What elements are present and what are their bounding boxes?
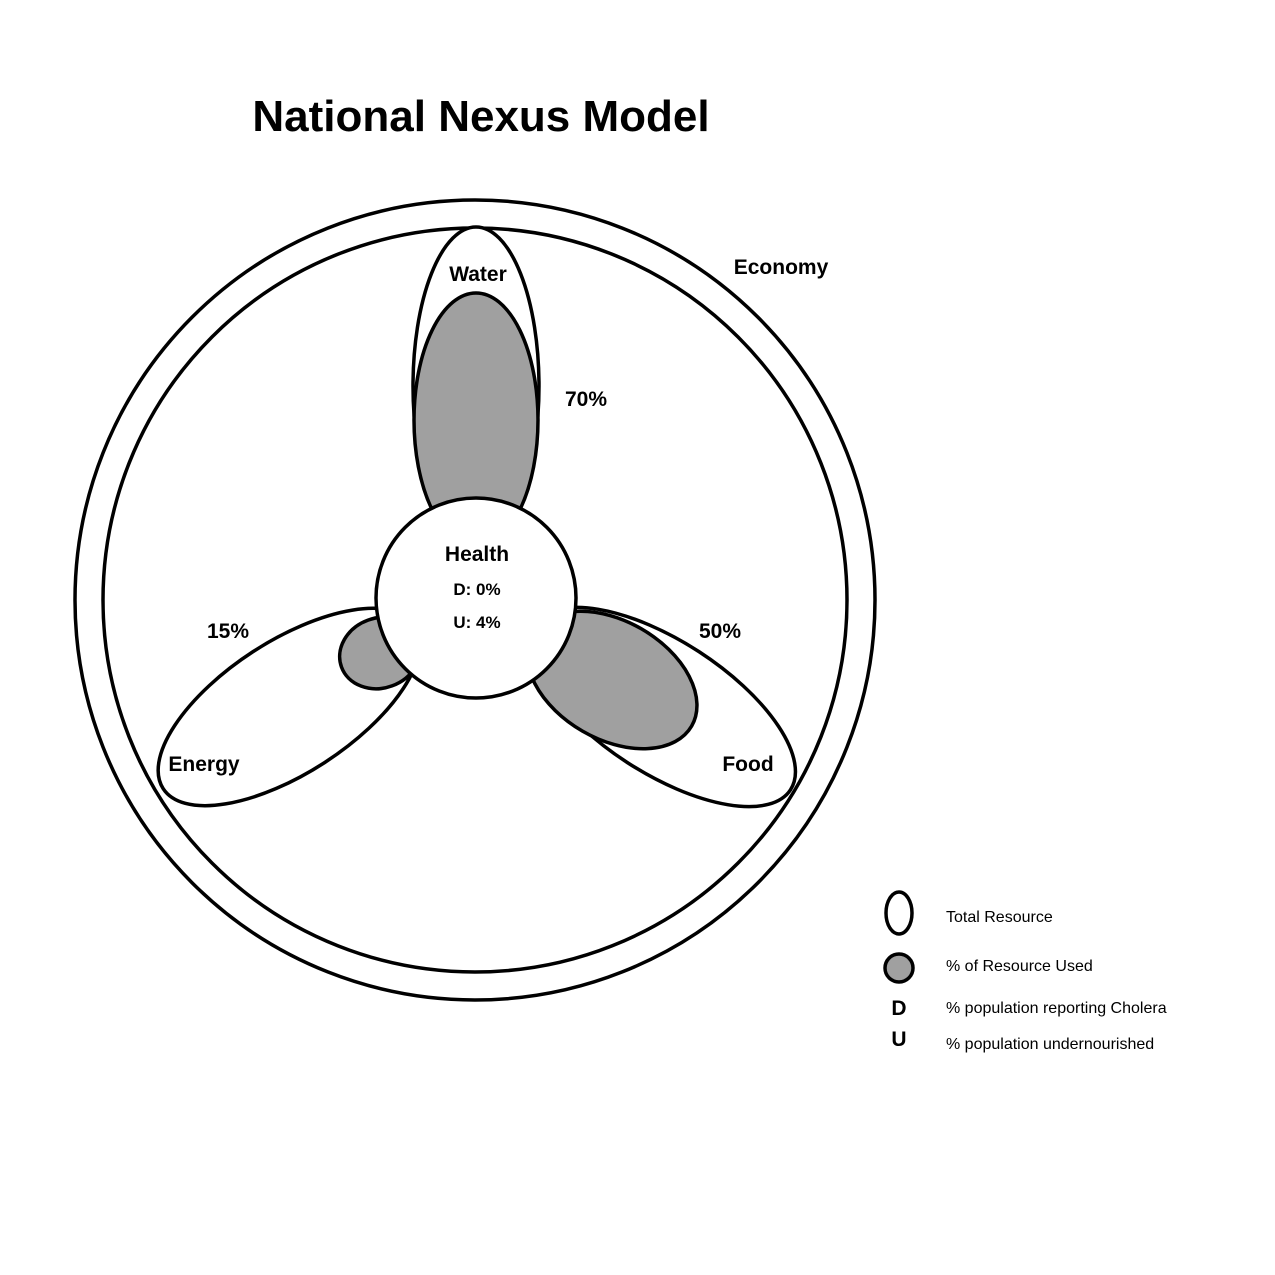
health-circle bbox=[374, 496, 578, 700]
health-hub: Health D: 0% U: 4% bbox=[374, 496, 578, 700]
legend-u-letter: U bbox=[891, 1028, 906, 1051]
legend-u-label: % population undernourished bbox=[946, 1036, 1154, 1053]
legend-d-letter: D bbox=[891, 997, 906, 1020]
water-resource: Water 70% bbox=[411, 225, 607, 549]
health-label: Health bbox=[445, 543, 509, 566]
food-used-percent: 50% bbox=[699, 620, 741, 643]
energy-used-percent: 15% bbox=[207, 620, 249, 643]
legend-d-label: % population reporting Cholera bbox=[946, 1000, 1167, 1017]
water-used-percent: 70% bbox=[565, 388, 607, 411]
health-cholera-stat: D: 0% bbox=[453, 580, 500, 599]
energy-resource: Energy 15% bbox=[156, 606, 423, 808]
diagram-title: National Nexus Model bbox=[252, 92, 709, 141]
legend-resource-used-label: % of Resource Used bbox=[946, 958, 1093, 975]
legend-total-resource-swatch bbox=[884, 890, 914, 936]
food-resource: Food 50% bbox=[525, 605, 798, 809]
water-label: Water bbox=[449, 263, 507, 286]
legend-total-resource-label: Total Resource bbox=[946, 909, 1053, 926]
food-label: Food bbox=[722, 753, 773, 776]
legend-resource-used-swatch bbox=[883, 952, 915, 984]
energy-label: Energy bbox=[168, 753, 240, 776]
economy-label: Economy bbox=[734, 256, 829, 279]
health-undernourished-stat: U: 4% bbox=[453, 613, 500, 632]
legend: Total Resource % of Resource Used D % po… bbox=[883, 890, 1167, 1053]
